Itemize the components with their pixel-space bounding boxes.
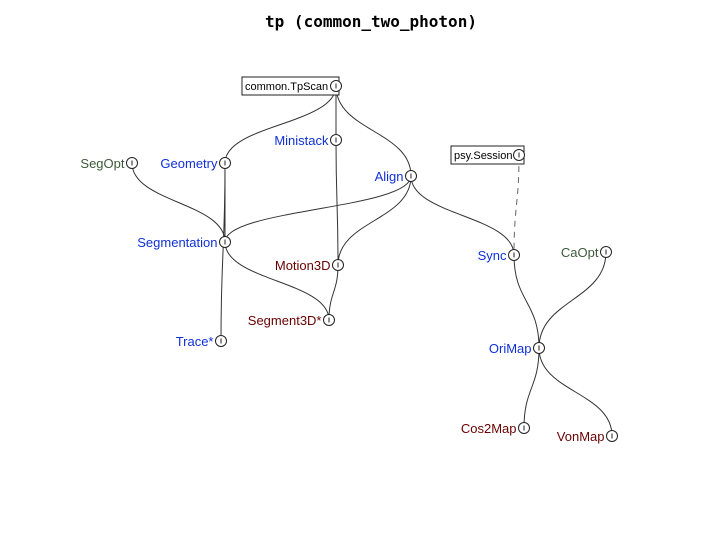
edges-layer (131, 85, 613, 437)
edge-align-to-motion3d (337, 175, 412, 266)
ministack-label: Ministack (274, 133, 329, 148)
node-sync[interactable]: Sync (478, 248, 520, 263)
node-orimap[interactable]: OriMap (489, 341, 545, 356)
caopt-label: CaOpt (561, 245, 599, 260)
edge-geometry-to-trace (220, 162, 226, 342)
node-caopt[interactable]: CaOpt (561, 245, 612, 260)
node-tpscan[interactable]: common.TpScan (241, 76, 342, 96)
diagram-title: tp (common_two_photon) (265, 12, 477, 31)
node-segopt[interactable]: SegOpt (80, 156, 138, 171)
edge-segopt-to-segmentation (131, 162, 226, 243)
motion3d-label: Motion3D (275, 258, 331, 273)
segopt-label: SegOpt (80, 156, 124, 171)
edge-align-to-sync (410, 175, 515, 256)
edge-sync-to-orimap (513, 254, 540, 349)
edge-segmentation-to-segment3d (224, 241, 330, 321)
node-trace[interactable]: Trace* (176, 334, 227, 349)
node-cos2map[interactable]: Cos2Map (461, 421, 530, 436)
node-session[interactable]: psy.Session (450, 145, 525, 165)
tpscan-label: common.TpScan (245, 81, 328, 93)
edge-align-to-segmentation (224, 175, 412, 243)
cos2map-label: Cos2Map (461, 421, 517, 436)
vonmap-label: VonMap (557, 429, 605, 444)
session-label: psy.Session (454, 150, 513, 162)
edge-ministack-to-motion3d (335, 139, 339, 266)
node-vonmap[interactable]: VonMap (557, 429, 618, 444)
edge-orimap-to-vonmap (538, 347, 613, 437)
node-segmentation[interactable]: Segmentation (137, 235, 231, 250)
node-segment3d[interactable]: Segment3D* (248, 313, 335, 328)
segmentation-label: Segmentation (137, 235, 217, 250)
node-motion3d[interactable]: Motion3D (275, 258, 344, 273)
edge-orimap-to-cos2map (523, 347, 540, 429)
edge-session-to-sync (513, 154, 520, 256)
align-label: Align (375, 169, 404, 184)
segment3d-label: Segment3D* (248, 313, 322, 328)
geometry-label: Geometry (160, 156, 218, 171)
node-ministack[interactable]: Ministack (274, 133, 342, 148)
trace-label: Trace* (176, 334, 214, 349)
edge-tpscan-to-geometry (224, 85, 337, 164)
edge-caopt-to-orimap (538, 251, 607, 349)
edge-motion3d-to-segment3d (328, 264, 339, 321)
sync-label: Sync (478, 248, 507, 263)
node-align[interactable]: Align (375, 169, 417, 184)
edge-tpscan-to-align (335, 85, 412, 177)
orimap-label: OriMap (489, 341, 532, 356)
node-geometry[interactable]: Geometry (160, 156, 231, 171)
